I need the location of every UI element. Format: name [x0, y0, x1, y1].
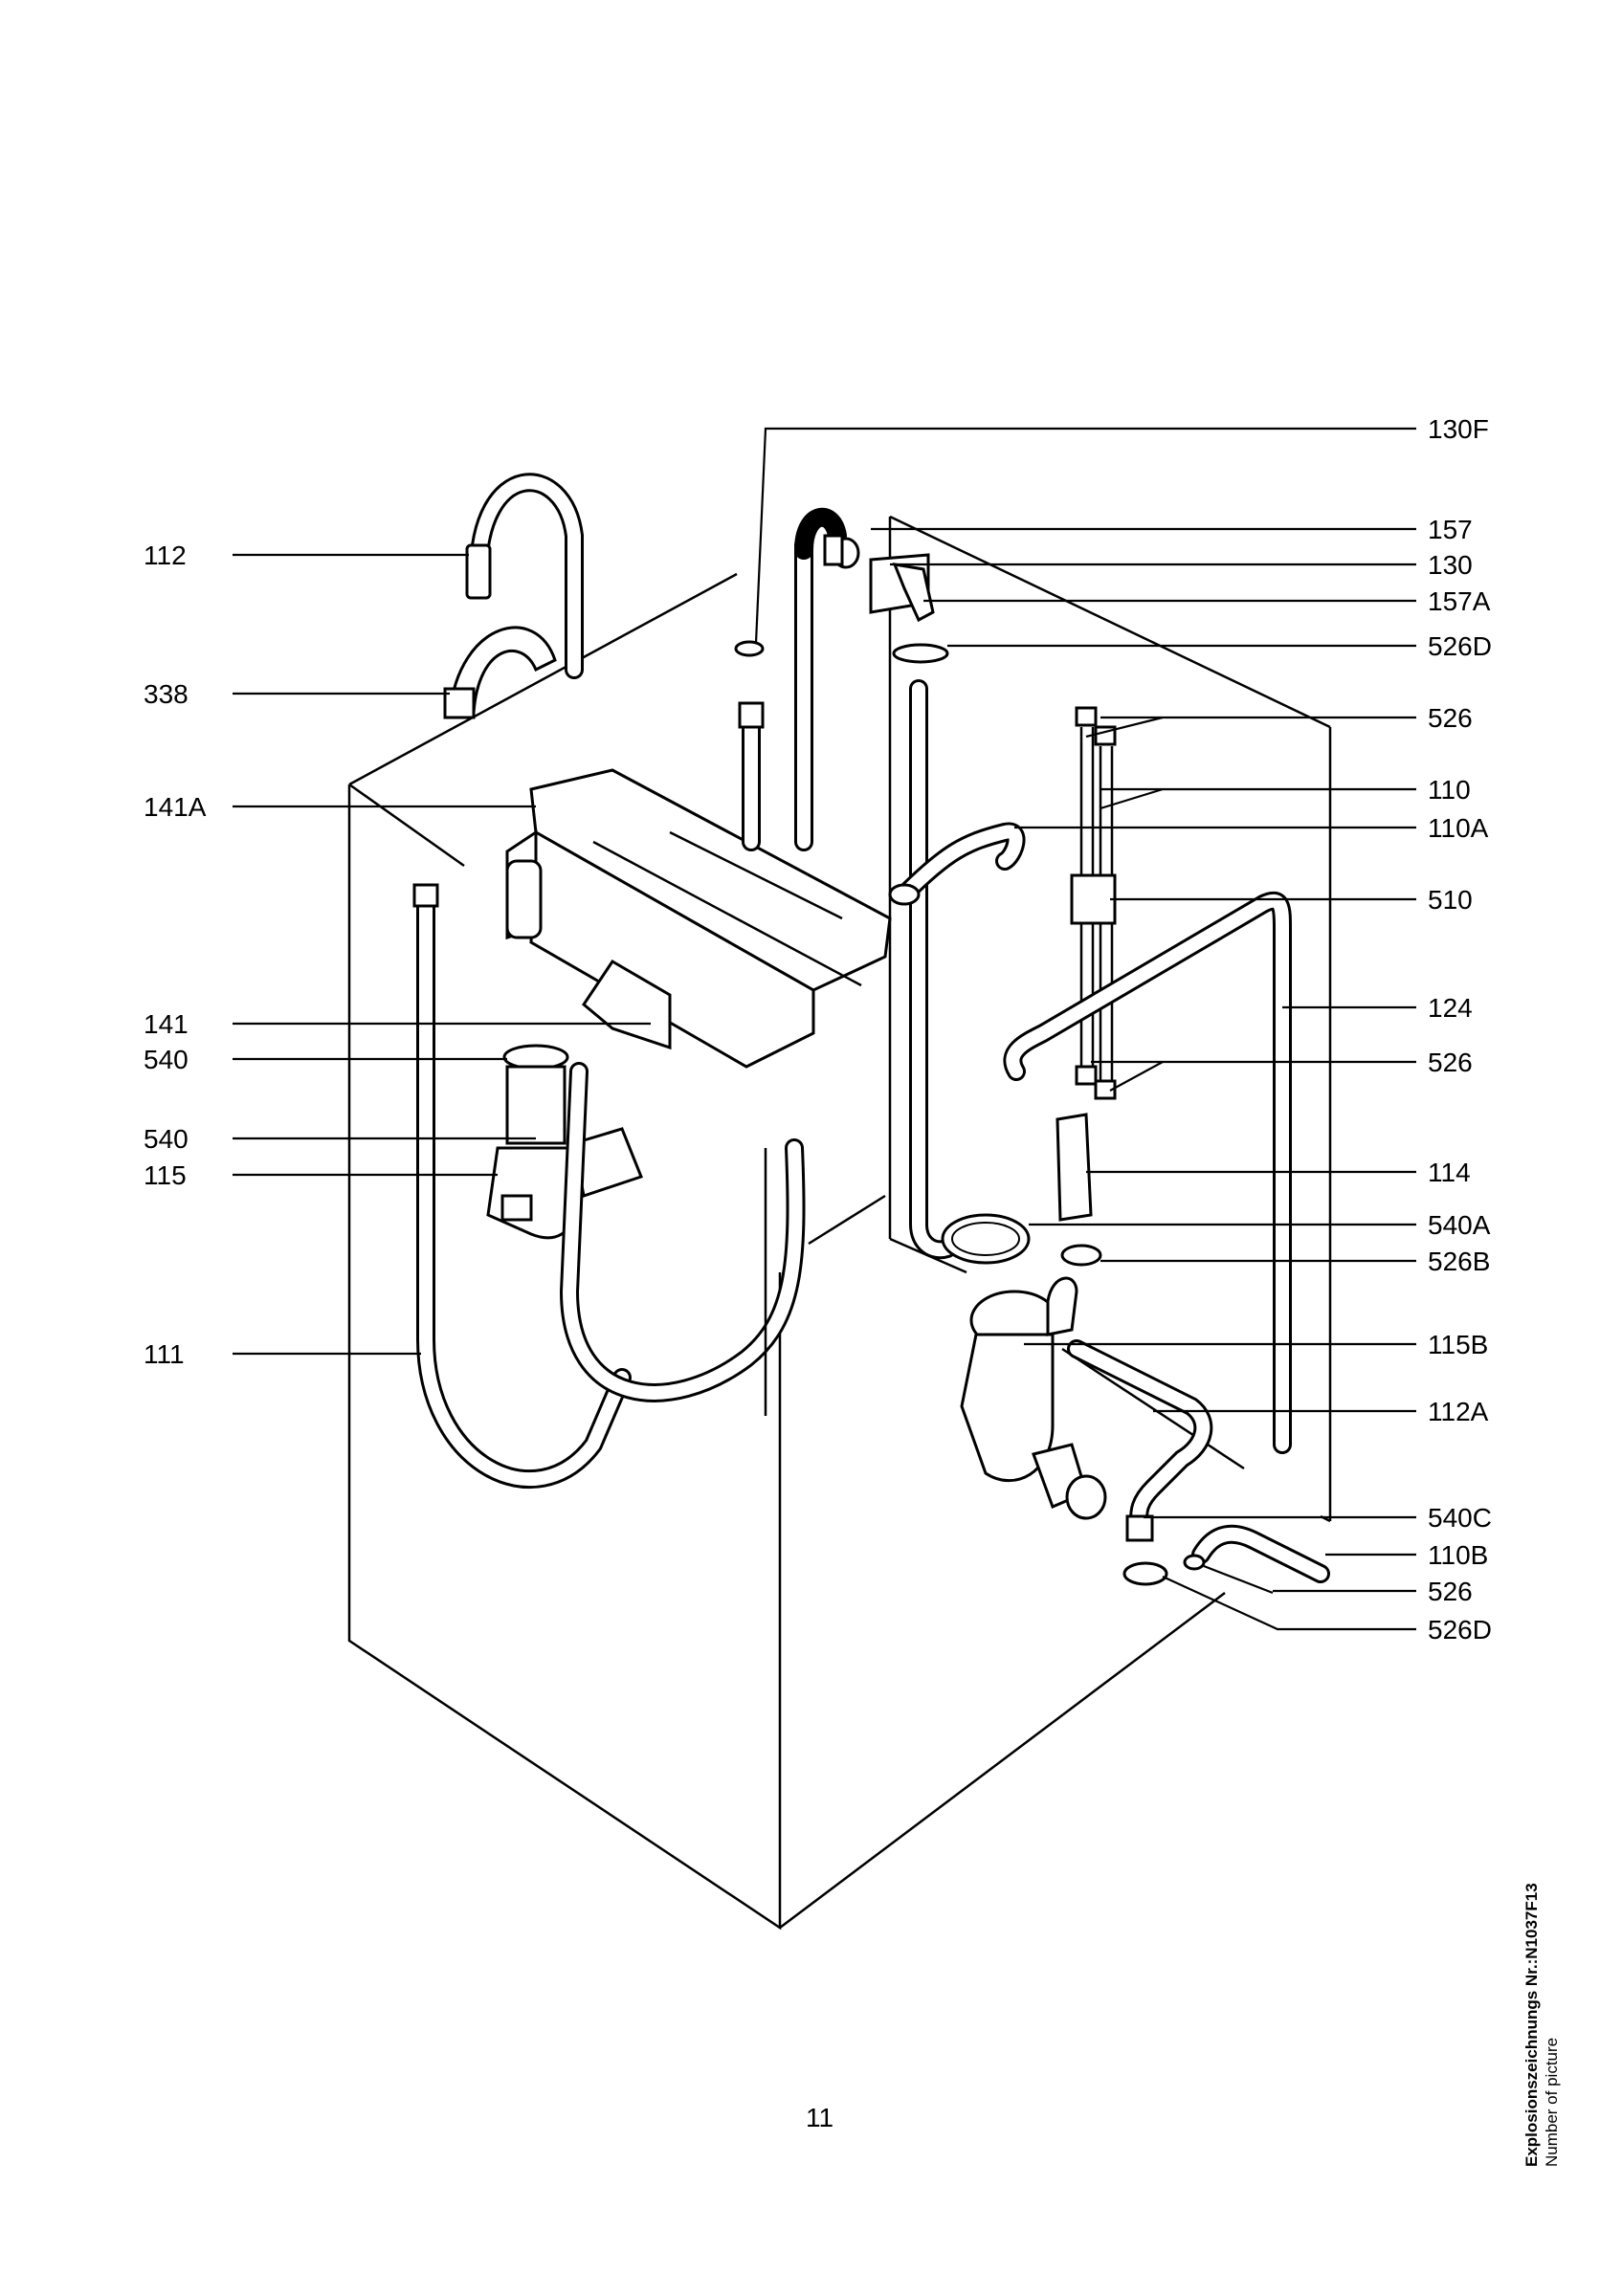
callout-540-lower: 540: [144, 1124, 189, 1154]
callout-130F: 130F: [1428, 414, 1489, 444]
callout-338: 338: [144, 679, 189, 709]
clamps-540A-526B: [941, 1213, 1102, 1267]
callout-110B: 110B: [1428, 1540, 1488, 1570]
inlet-hose-112: [465, 473, 584, 679]
callout-112: 112: [144, 541, 187, 570]
callout-130: 130: [1428, 550, 1473, 580]
callout-110: 110: [1428, 775, 1471, 805]
drawing-number-label: Explosionszeichnungs Nr.:N1037F13 Number…: [1522, 1883, 1563, 2167]
callout-124: 124: [1428, 993, 1473, 1023]
callout-labels: 112 338 141A 141 540 540 115 111 130F 15…: [144, 414, 1492, 1645]
callout-540A: 540A: [1428, 1210, 1491, 1240]
hoses-110: [1070, 706, 1117, 1100]
sump-hose-115: [486, 1044, 643, 1240]
page-number: 11: [806, 2103, 834, 2132]
sump-115B: [960, 1276, 1107, 1520]
bottom-fittings: [1122, 1524, 1330, 1586]
callout-141A: 141A: [144, 792, 207, 822]
detergent-dispenser: [505, 768, 892, 1069]
vertical-hoses: [738, 507, 957, 1260]
top-fittings: [734, 534, 949, 664]
callout-526-top: 526: [1428, 703, 1473, 733]
leader-lines: [233, 427, 1416, 1631]
callout-112A: 112A: [1428, 1397, 1489, 1426]
callout-540-upper: 540: [144, 1045, 189, 1074]
callout-510: 510: [1428, 885, 1473, 915]
callout-157: 157: [1428, 515, 1473, 544]
cabinet-outline: [347, 515, 1332, 1931]
drain-hose-111: [412, 883, 806, 1490]
callout-115B: 115B: [1428, 1330, 1488, 1359]
callout-526D-bottom: 526D: [1428, 1615, 1492, 1645]
callout-110A: 110A: [1428, 813, 1489, 843]
hose-124: [1003, 891, 1292, 1454]
callout-526-bottom: 526: [1428, 1577, 1473, 1606]
callout-115: 115: [144, 1160, 187, 1190]
corrugated-hose-112A: [1067, 1339, 1213, 1542]
callout-526D-top: 526D: [1428, 631, 1492, 661]
callout-526-mid: 526: [1428, 1048, 1473, 1077]
callout-157A: 157A: [1428, 586, 1491, 616]
hose-holder-338: [443, 626, 557, 719]
callout-111: 111: [144, 1339, 185, 1369]
callout-540C: 540C: [1428, 1503, 1492, 1533]
drawing-number-caption: Number of picture: [1543, 2037, 1562, 2167]
drawing-number: Explosionszeichnungs Nr.:N1037F13: [1522, 1883, 1541, 2167]
callout-141: 141: [144, 1009, 189, 1039]
part-114: [1055, 1113, 1093, 1222]
callout-114: 114: [1428, 1158, 1471, 1187]
callout-526B: 526B: [1428, 1247, 1490, 1276]
corrugated-hose-110A: [888, 822, 1026, 906]
